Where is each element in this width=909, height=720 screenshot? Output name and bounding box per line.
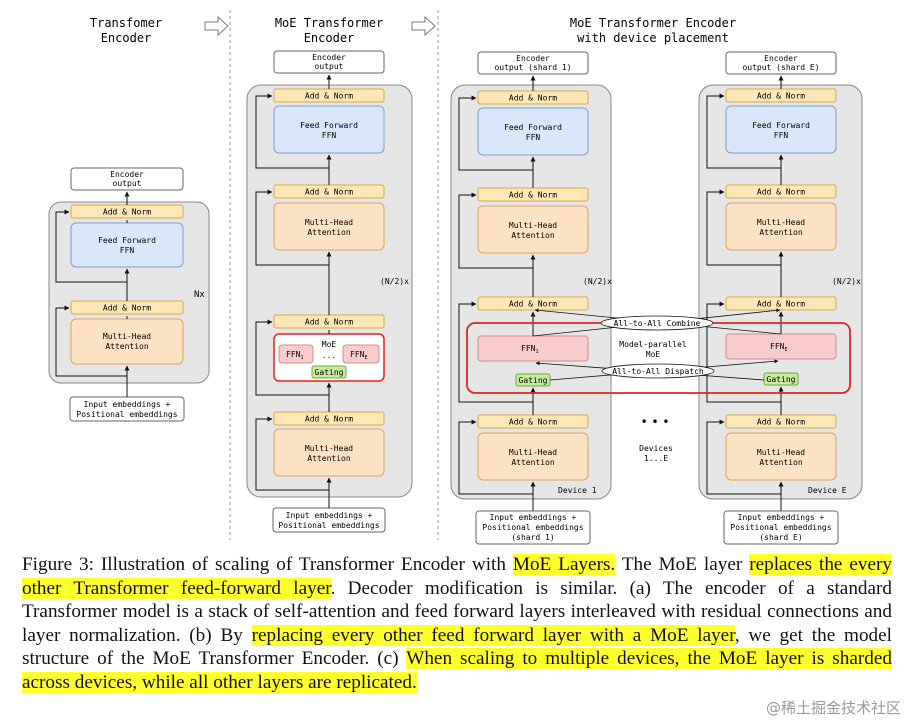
add-norm-label: Add & Norm (757, 188, 805, 197)
ffn-label: Feed Forward (300, 121, 358, 130)
encoder-output-label: Encoder (110, 170, 144, 179)
ffnE-label: FFNE (770, 342, 787, 353)
encoder-output-label: output (113, 179, 142, 188)
panel-a: Encoder output Add & Norm Feed Forward F… (48, 167, 210, 422)
ffn1-label: FFN1 (286, 350, 303, 361)
add-norm-label: Add & Norm (509, 191, 557, 200)
encoder-output-label: Encoder (764, 54, 798, 63)
device-label: Device 1 (558, 486, 597, 495)
input-embeddings-label: (shard E) (759, 533, 802, 542)
ffn-label: FFN (322, 131, 337, 140)
mha-label: Multi-Head (757, 218, 805, 227)
add-norm-label: Add & Norm (509, 94, 557, 103)
device-label: Device E (808, 486, 847, 495)
encoder-output-label: Encoder (312, 53, 346, 62)
heading-b-line1: MoE Transformer (275, 16, 383, 30)
caption-highlight: replacing every other feed forward layer… (251, 624, 735, 646)
add-norm-label: Add & Norm (509, 418, 557, 427)
input-embeddings-label: Input embeddings + (286, 511, 373, 520)
input-embeddings-label: Input embeddings + (84, 400, 171, 409)
add-norm-label: Add & Norm (757, 418, 805, 427)
input-embeddings-label: Input embeddings + (738, 513, 825, 522)
mha-label: Multi-Head (305, 444, 353, 453)
mha-label: Attention (307, 228, 351, 237)
ffn-label: Feed Forward (752, 121, 810, 130)
heading-c-line1: MoE Transformer Encoder (570, 16, 736, 30)
hollow-arrow-icon (204, 15, 229, 37)
model-parallel-moe: Model-parallel MoE All-to-All Combine Al… (466, 308, 851, 394)
encoder-output-label: output (shard E) (742, 63, 819, 72)
add-norm-label: Add & Norm (305, 188, 353, 197)
gating-label: Gating (767, 375, 796, 384)
devices-label: Devices (639, 444, 673, 453)
ffn-label: Feed Forward (504, 123, 562, 132)
hollow-arrow-icon (411, 15, 436, 37)
figure-caption: Figure 3: Illustration of scaling of Tra… (22, 553, 892, 695)
heading-b-line2: Encoder (304, 31, 355, 45)
model-parallel-label: Model-parallel (619, 340, 687, 349)
ffn-label: FFN (774, 131, 789, 140)
add-norm-label: Add & Norm (509, 300, 557, 309)
repeat-label: (N/2)x (380, 277, 409, 286)
panel-b: Encoder output Add & Norm Feed Forward F… (246, 50, 413, 533)
encoder-output-label: Encoder (516, 54, 550, 63)
input-embeddings-label: Positional embeddings (76, 410, 177, 419)
add-norm-label: Add & Norm (305, 318, 353, 327)
add-norm-label: Add & Norm (305, 415, 353, 424)
input-embeddings-label: Positional embeddings (482, 523, 583, 532)
input-embeddings-label: (shard 1) (511, 533, 554, 542)
repeat-label: (N/2)x (583, 277, 612, 286)
mha-label: Attention (759, 458, 803, 467)
mha-label: Attention (511, 458, 555, 467)
heading-a-line1: Transfomer (90, 16, 162, 30)
encoder-output-label: output (shard 1) (494, 63, 571, 72)
nx-label: Nx (194, 290, 205, 300)
mha-label: Multi-Head (757, 448, 805, 457)
heading-c-line2: with device placement (577, 31, 729, 45)
ffnE-label: FFNE (350, 350, 367, 361)
add-norm-label: Add & Norm (103, 304, 151, 313)
ffn-label: FFN (120, 246, 135, 255)
add-norm-label: Add & Norm (305, 92, 353, 101)
add-norm-label: Add & Norm (757, 300, 805, 309)
devices-label: 1...E (644, 454, 668, 463)
caption-text: The MoE layer (615, 554, 750, 575)
caption-text: . Decoder modification is similar. (a) T… (22, 577, 893, 646)
caption-text: Figure 3: Illustration of scaling of Tra… (22, 554, 513, 575)
mha-label: Attention (307, 454, 351, 463)
panel-c-device-E: Encoder output (shard E) Add & Norm Feed… (698, 51, 863, 545)
repeat-label: (N/2)x (832, 277, 861, 286)
model-parallel-label: MoE (646, 350, 661, 359)
watermark: @稀土掘金技术社区 (765, 699, 901, 717)
caption-text: , we get the model structure of the MoE … (22, 624, 892, 670)
caption-highlight: MoE Layers. (512, 554, 616, 575)
all-to-all-combine-label: All-to-All Combine (614, 319, 701, 328)
mha-label: Attention (105, 342, 149, 351)
moe-label: MoE (322, 340, 337, 349)
input-embeddings-label: Positional embeddings (730, 523, 831, 532)
all-to-all-dispatch-label: All-to-All Dispatch (612, 367, 704, 376)
input-embeddings-label: Positional embeddings (278, 521, 379, 530)
add-norm-label: Add & Norm (103, 208, 151, 217)
mha-label: Multi-Head (509, 448, 557, 457)
panel-c-device-1: Encoder output (shard 1) Add & Norm Feed… (450, 51, 612, 545)
figure-diagram: Transfomer Encoder MoE Transformer Encod… (48, 10, 863, 545)
devices-ellipsis: • • • (641, 415, 670, 429)
input-embeddings-label: Input embeddings + (490, 513, 577, 522)
mha-label: Multi-Head (305, 218, 353, 227)
mha-label: Multi-Head (509, 221, 557, 230)
mha-label: Attention (511, 231, 555, 240)
ffn1-label: FFN1 (521, 344, 538, 355)
gating-label: Gating (315, 368, 344, 377)
ffn-label: FFN (526, 133, 541, 142)
ffn-label: Feed Forward (98, 236, 156, 245)
add-norm-label: Add & Norm (757, 92, 805, 101)
gating-label: Gating (519, 376, 548, 385)
encoder-output-label: output (315, 62, 344, 71)
mha-label: Attention (759, 228, 803, 237)
ellipsis-label: ... (322, 351, 336, 360)
mha-label: Multi-Head (103, 332, 151, 341)
heading-a-line2: Encoder (101, 31, 152, 45)
